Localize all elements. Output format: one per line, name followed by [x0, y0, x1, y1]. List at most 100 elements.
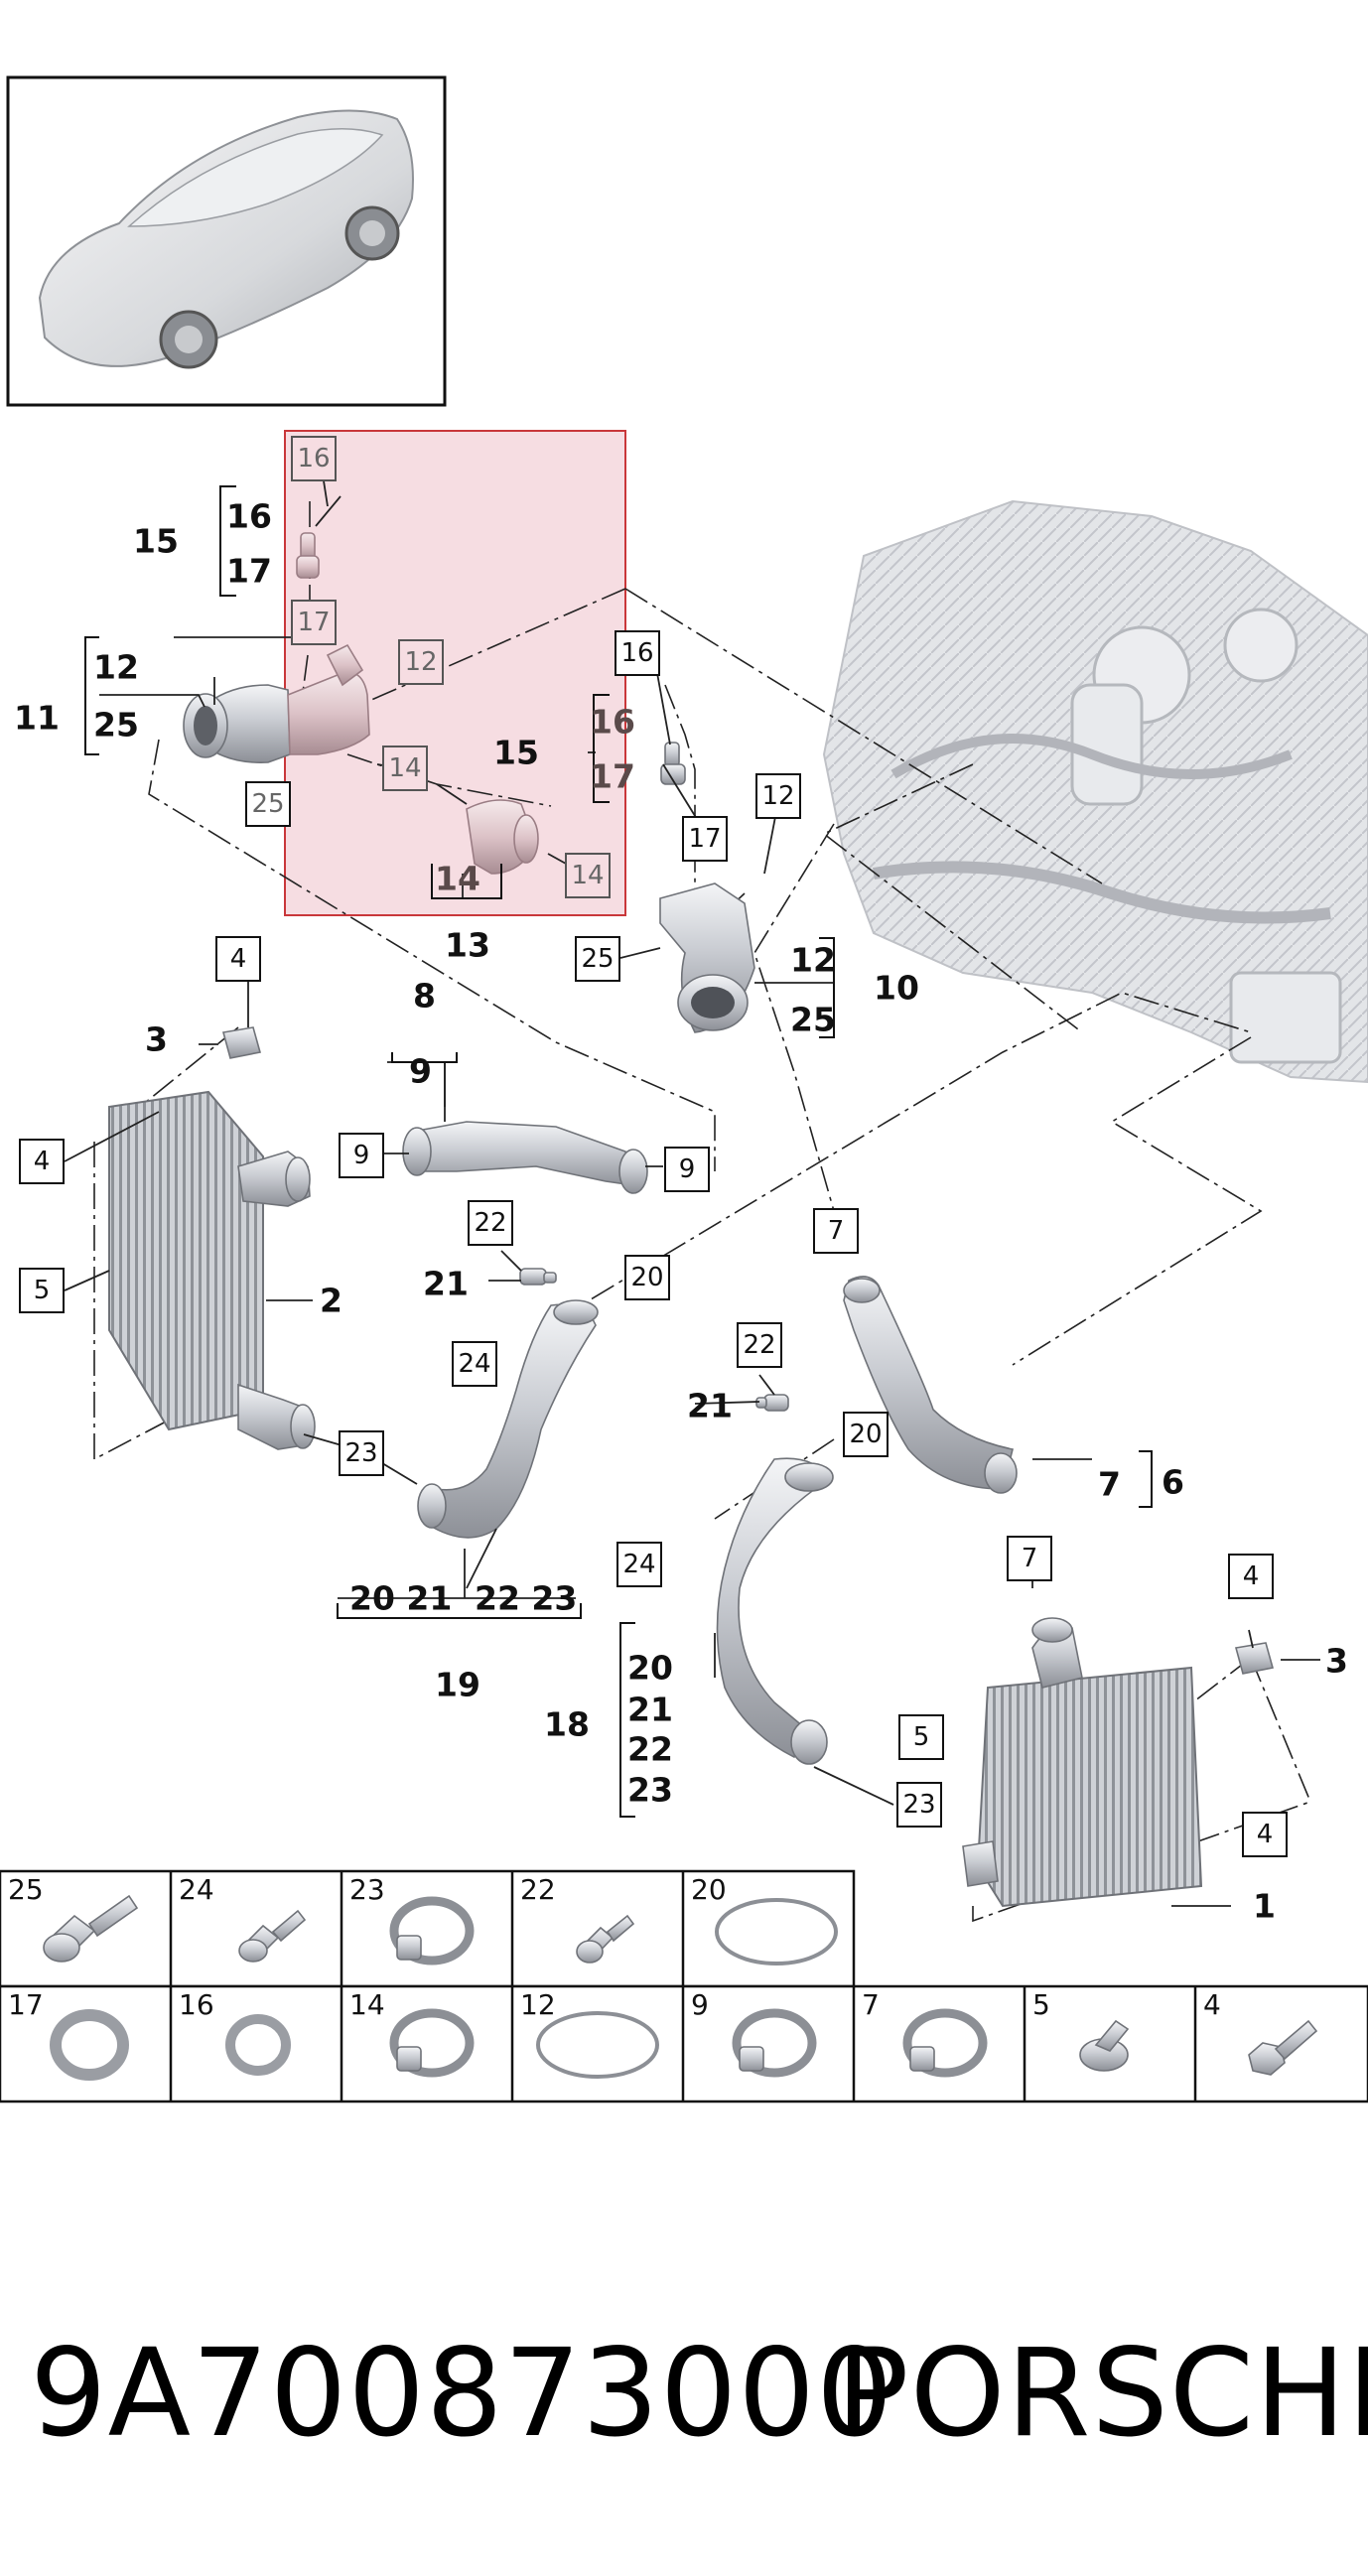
- part-19-hose-left: [417, 1299, 599, 1539]
- o-ring-icon: [225, 2014, 291, 2076]
- table-cell-number: 5: [1032, 1988, 1050, 2021]
- callout-box: [565, 853, 611, 898]
- callout-number: 25: [581, 944, 614, 974]
- callout-box: [452, 1341, 497, 1387]
- label: 3: [145, 1020, 168, 1059]
- callout-number: 17: [297, 608, 330, 637]
- callout-number: 12: [761, 781, 794, 811]
- callout-number: 5: [34, 1276, 51, 1305]
- part-number: 9A700873000: [30, 2323, 894, 2464]
- callout-box: [616, 1542, 662, 1587]
- part-8-charge-pipe: [402, 1121, 648, 1194]
- callout-number: 22: [474, 1208, 506, 1238]
- callout-box: [398, 639, 444, 685]
- callout-number: 16: [620, 638, 653, 668]
- callout-box: [339, 1430, 384, 1476]
- part-3-bracket-right: [1234, 1642, 1275, 1675]
- table-cell-number: 25: [8, 1873, 44, 1906]
- callout-number: 4: [1243, 1561, 1260, 1591]
- callout-box: [898, 1714, 944, 1760]
- brand-name: PORSCHE: [836, 2323, 1368, 2464]
- callout-box: [382, 746, 428, 791]
- label: 3: [1325, 1642, 1348, 1681]
- hose-clamp-icon: [389, 1896, 475, 1966]
- callout-number: 12: [404, 647, 437, 677]
- callout-box: [737, 1322, 782, 1368]
- part-15-highlight-sensor: [296, 532, 320, 579]
- label: 22 23: [475, 1579, 577, 1618]
- bolt-icon: [238, 1909, 307, 1963]
- part-3-bracket-left: [221, 1026, 262, 1059]
- hose-clamp-icon: [732, 2008, 817, 2078]
- callout-number: 14: [571, 861, 604, 890]
- label: 11: [14, 699, 60, 738]
- label: 21: [687, 1387, 733, 1425]
- hose-clamp-icon: [389, 2008, 475, 2078]
- callout-number: 9: [353, 1141, 370, 1170]
- label: 19: [435, 1666, 480, 1704]
- seal-ring-icon: [715, 1898, 838, 1966]
- callout-number: 24: [622, 1550, 655, 1579]
- callout-box: [813, 1208, 859, 1254]
- table-cell-number: 12: [520, 1988, 556, 2021]
- brackets: [84, 485, 1153, 1818]
- callout-box: [624, 1255, 670, 1300]
- callouts: 16 17 12 14 25 14 16 17 12 25 4 4 5 9 9 …: [19, 436, 1288, 1857]
- screw-icon: [576, 1914, 635, 1964]
- label: 9: [409, 1052, 432, 1091]
- label: 25: [790, 1001, 836, 1039]
- callout-box: [755, 773, 801, 819]
- callout-number: 4: [34, 1147, 51, 1176]
- part-21-sensor-left: [519, 1268, 557, 1286]
- part-10-turbo-pipe: [659, 882, 755, 1033]
- label: 13: [445, 926, 490, 965]
- table-cell-number: 4: [1203, 1988, 1221, 2021]
- part-6-pipe-right: [843, 1276, 1018, 1494]
- label: 20 21: [349, 1579, 452, 1618]
- callout-number: 7: [828, 1216, 845, 1246]
- callout-number: 14: [388, 753, 421, 783]
- label: 12: [93, 648, 139, 687]
- flange-bolt-icon: [1079, 2019, 1130, 2072]
- callout-number: 5: [913, 1722, 930, 1752]
- part-2-intercooler-left: [108, 1090, 316, 1450]
- callout-number: 9: [679, 1154, 696, 1184]
- label: 10: [874, 969, 919, 1008]
- part-labels: 15 16 17 11 12 25 15 16 17 14 13 12 25 1…: [14, 497, 1348, 1926]
- callout-box: [682, 816, 728, 862]
- hex-bolt-icon: [1248, 2019, 1318, 2076]
- callout-box: [1007, 1536, 1052, 1581]
- part-13-pipe-highlight: [287, 643, 539, 875]
- table-cell-number: 23: [349, 1873, 385, 1906]
- bolt-flange-icon: [43, 1894, 139, 1963]
- label: 15: [493, 734, 539, 772]
- callout-box: [468, 1200, 513, 1246]
- seal-ring-icon: [536, 2011, 659, 2079]
- label: 18: [544, 1705, 590, 1744]
- callout-number: 25: [251, 789, 284, 819]
- callout-box: [1228, 1554, 1274, 1599]
- table-cell-number: 16: [179, 1988, 214, 2021]
- callout-number: 4: [230, 944, 247, 974]
- callout-box: [843, 1412, 889, 1457]
- callout-number: 20: [849, 1420, 882, 1449]
- label: 1: [1253, 1887, 1276, 1926]
- callout-number: 22: [743, 1330, 775, 1360]
- label: 15: [133, 522, 179, 561]
- callout-box: [896, 1782, 942, 1828]
- table-cell-number: 14: [349, 1988, 385, 2021]
- hose-clamp-icon: [902, 2008, 988, 2078]
- callout-box: [19, 1139, 65, 1184]
- callout-box: [664, 1147, 710, 1192]
- o-ring-thick-icon: [50, 2009, 129, 2081]
- engine-block: [822, 499, 1368, 1084]
- callout-number: 24: [458, 1349, 490, 1379]
- part-1-intercooler-right: [962, 1617, 1203, 1908]
- callout-number: 7: [1022, 1544, 1038, 1573]
- callout-number: 4: [1257, 1820, 1274, 1849]
- parts-table: 25 24 23 22 20 17 16 14 12 9 7 5 4: [0, 1869, 1368, 2103]
- label: 17: [226, 552, 272, 591]
- table-cell-number: 7: [862, 1988, 880, 2021]
- callout-box: [339, 1133, 384, 1178]
